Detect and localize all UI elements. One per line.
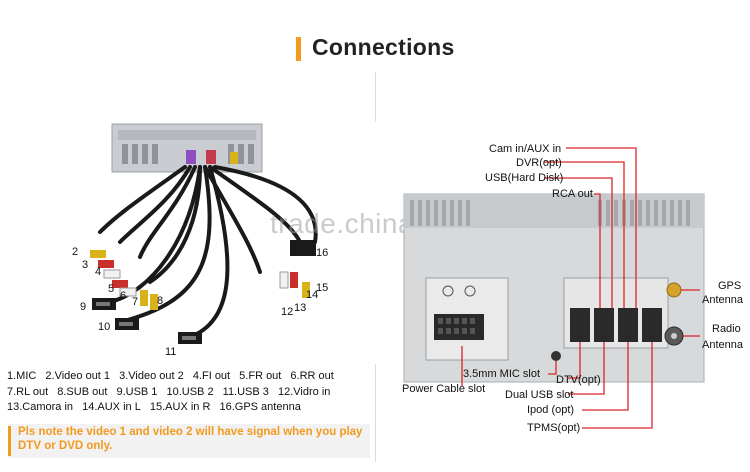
label-usb-hard-disk: USB(Hard Disk): [485, 172, 564, 184]
title-accent-bar: [296, 37, 301, 61]
label-dtv: DTV(opt): [556, 374, 601, 386]
legend-item: 4.FI out: [192, 370, 231, 382]
label-dual-usb-slot: Dual USB slot: [505, 389, 574, 401]
harness-number: 15: [316, 282, 329, 294]
legend-item: 3.Video out 2: [119, 370, 184, 382]
legend-item: 7.RL out: [7, 385, 49, 398]
harness-number: 3: [82, 259, 89, 271]
legend-item: 14.AUX in L: [82, 401, 141, 413]
header: Connections: [0, 0, 750, 75]
label-tpms: TPMS(opt): [527, 422, 581, 434]
harness-number: 13: [294, 302, 307, 314]
legend-item: 11.USB 3: [222, 385, 269, 398]
label-mic-slot: 3.5mm MIC slot: [463, 368, 541, 380]
legend-item: 10.USB 2: [166, 385, 214, 398]
label-gps-antenna: Antenna: [702, 294, 743, 306]
legend: 1.MIC 2.Video out 1 3.Video out 2 4.FI o…: [7, 369, 369, 416]
harness-number: 4: [95, 266, 102, 278]
note-box: Pls note the video 1 and video 2 will ha…: [8, 424, 370, 458]
harness-number: 2: [72, 246, 79, 258]
legend-item: 15.AUX in R: [149, 401, 211, 413]
unit-back-panel-illustration: [403, 147, 705, 429]
harness-number: 16: [316, 247, 329, 259]
harness-number: 6: [120, 290, 127, 302]
legend-item: 12.Vidro in: [277, 385, 331, 398]
label-ipod: Ipod (opt): [527, 404, 575, 416]
legend-item: 13.Camora in: [7, 401, 74, 413]
note-accent-bar: [8, 426, 11, 456]
label-rca-out: RCA out: [552, 188, 593, 200]
legend-row: 1.MIC 2.Video out 1 3.Video out 2 4.FI o…: [7, 369, 369, 385]
harness-number: 14: [306, 289, 319, 301]
page-title: Connections: [312, 34, 455, 60]
label-radio-antenna: Antenna: [702, 339, 743, 351]
harness-number: 5: [108, 283, 115, 295]
harness-number: 11: [165, 346, 177, 358]
legend-item: 8.SUB out: [57, 385, 108, 398]
legend-item: 5.FR out: [239, 370, 282, 382]
harness-number: 12: [281, 306, 294, 318]
label-cam-aux-in: Cam in/AUX in: [489, 143, 562, 155]
note-text: Pls note the video 1 and video 2 will ha…: [18, 426, 363, 452]
legend-item: 6.RR out: [290, 370, 334, 382]
label-radio: Radio: [712, 323, 741, 335]
harness-number: 8: [157, 295, 164, 307]
harness-number: 7: [132, 296, 139, 308]
wiring-harness-illustration: [0, 122, 378, 364]
label-gps: GPS: [718, 280, 742, 292]
legend-item: 9.USB 1: [116, 385, 158, 398]
harness-number: 10: [98, 321, 111, 333]
legend-item: 16.GPS antenna: [219, 401, 301, 413]
legend-item: 1.MIC: [7, 370, 37, 382]
legend-item: 2.Video out 1: [45, 370, 111, 382]
legend-row: 7.RL out 8.SUB out 9.USB 1 10.USB 2 11.U…: [7, 385, 369, 401]
label-power-cable-slot: Power Cable slot: [402, 383, 486, 395]
legend-row: 13.Camora in 14.AUX in L 15.AUX in R 16.…: [7, 400, 369, 416]
harness-number: 9: [80, 301, 87, 313]
label-dvr: DVR(opt): [516, 157, 562, 169]
